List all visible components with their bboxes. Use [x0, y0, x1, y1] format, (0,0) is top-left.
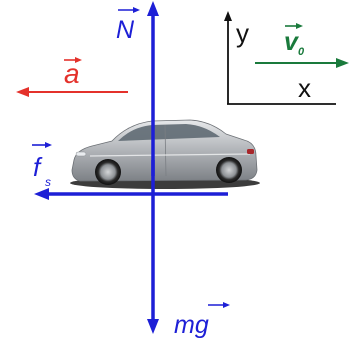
- normal-force-text: N: [116, 16, 135, 44]
- acceleration-head: [16, 87, 29, 97]
- y-axis-label: y: [236, 18, 249, 48]
- normal-force-label: N: [116, 7, 140, 44]
- velocity-label: v 0: [284, 23, 305, 58]
- friction-text: f: [33, 152, 43, 182]
- friction-arrow: [34, 188, 228, 200]
- car-door-line: [164, 124, 167, 177]
- normal-vector-head: [133, 7, 140, 13]
- car-icon: [70, 119, 260, 189]
- velocity-vector-head: [296, 23, 303, 29]
- friction-head: [34, 188, 49, 200]
- normal-force-arrow: [147, 1, 159, 176]
- car-taillight: [247, 149, 254, 154]
- weight-text: mg: [174, 311, 209, 339]
- friction-label: f s: [32, 142, 52, 189]
- weight-arrow: [147, 160, 159, 334]
- velocity-text: v: [284, 28, 300, 56]
- car-rear-wheel: [216, 157, 242, 183]
- car-windows: [118, 124, 220, 141]
- acceleration-vector-head: [75, 57, 82, 63]
- car-front-wheel: [95, 159, 121, 185]
- friction-vector-head: [45, 142, 52, 148]
- normal-force-head: [147, 1, 159, 16]
- coordinate-axes: y x: [224, 11, 336, 105]
- car-headlight: [75, 151, 87, 157]
- acceleration-arrow: [16, 87, 128, 97]
- acceleration-text: a: [64, 58, 80, 89]
- car-side-crease: [89, 153, 251, 157]
- velocity-arrow: [255, 58, 349, 68]
- weight-vector-head: [223, 302, 230, 308]
- y-axis-head: [224, 11, 232, 21]
- weight-head: [147, 319, 159, 334]
- friction-subscript: s: [45, 175, 51, 189]
- acceleration-label: a: [64, 57, 82, 89]
- velocity-subscript: 0: [298, 46, 305, 58]
- weight-label: mg: [174, 302, 230, 339]
- velocity-head: [336, 58, 349, 68]
- x-axis-label: x: [298, 73, 311, 103]
